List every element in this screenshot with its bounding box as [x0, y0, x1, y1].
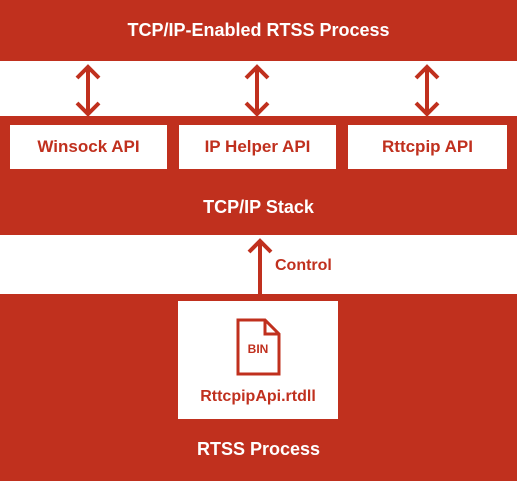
stack-band-title: TCP/IP Stack [203, 197, 314, 217]
bottom-band-title: RTSS Process [196, 439, 321, 459]
ip-helper-api-box: IP Helper API [179, 125, 336, 169]
rttcpip-api-box: Rttcpip API [348, 125, 507, 169]
double-arrow-icon-iphelper [244, 64, 270, 117]
file-type-tag: BIN [247, 342, 269, 356]
winsock-api-box: Winsock API [10, 125, 167, 169]
file-icon [236, 318, 281, 376]
top-band-title: TCP/IP-Enabled RTSS Process [127, 20, 390, 40]
process-band-top [0, 0, 517, 61]
rtdll-file-box: BIN RttcpipApi.rtdll [178, 301, 338, 419]
control-label: Control [275, 257, 332, 274]
file-name-label: RttcpipApi.rtdll [200, 388, 316, 405]
arrow-up-icon [247, 238, 273, 296]
double-arrow-icon-winsock [75, 64, 101, 117]
double-arrow-icon-rttcpip [414, 64, 440, 117]
